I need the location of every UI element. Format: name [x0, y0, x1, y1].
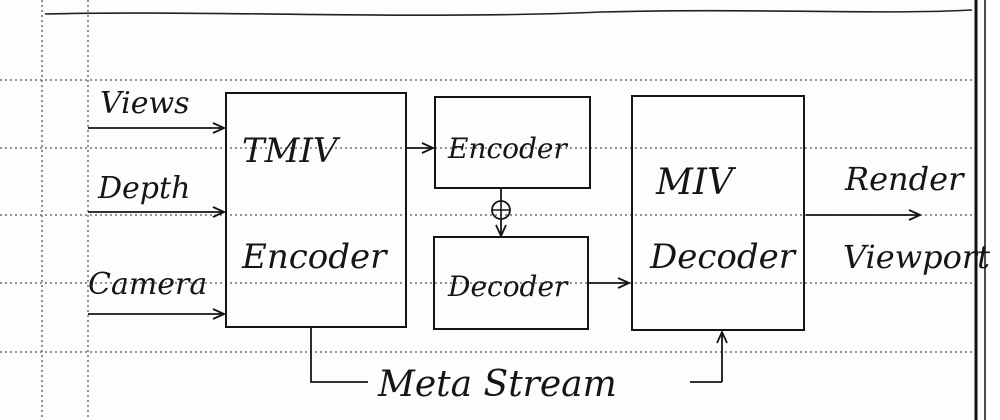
input-label-views: Views: [100, 86, 190, 121]
input-label-camera: Camera: [88, 267, 207, 302]
tmiv-box-subtitle: Encoder: [241, 237, 388, 277]
miv-box-title: MIV: [655, 162, 737, 203]
video-encoder-label: Encoder: [447, 132, 569, 165]
video-decoder-label: Decoder: [447, 270, 569, 303]
notebook-ruling: [0, 0, 975, 420]
miv-box-subtitle: Decoder: [649, 237, 797, 277]
tmiv-box-title: TMIV: [242, 131, 341, 171]
tmiv-encoder-box: [225, 92, 407, 328]
metadata-line-left: [310, 327, 368, 383]
metadata-label: Meta Stream: [377, 364, 617, 405]
input-label-depth: Depth: [97, 171, 190, 206]
video-encoder-box: [434, 96, 591, 189]
output-label-line2: Viewport: [843, 238, 990, 276]
miv-decoder-box: [631, 95, 805, 331]
top-underline: [44, 9, 973, 17]
output-label-line1: Render: [844, 160, 965, 198]
